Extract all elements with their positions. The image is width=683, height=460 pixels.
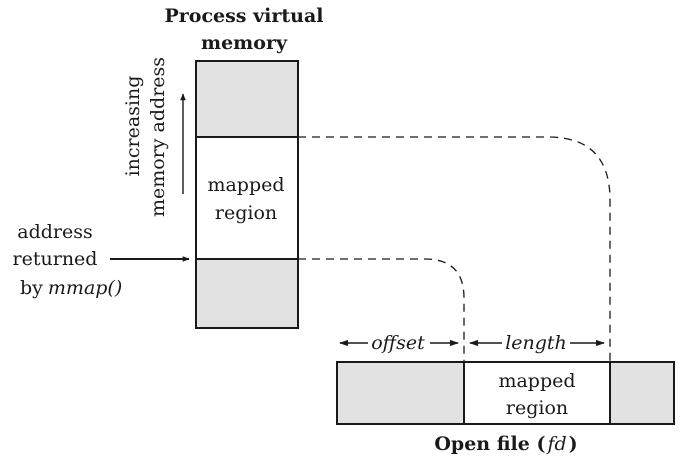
length-label: length [505,332,567,354]
increasing-label-line-1: increasing [122,76,144,177]
mapping-connector-bottom [298,258,465,362]
address-label-line-1: address [17,221,92,243]
mmap-label: mmap() [48,277,122,299]
offset-label: offset [371,332,425,354]
process-title-line-2: memory [201,32,288,54]
mapping-connector-top [298,136,611,362]
file-after-region [609,361,675,425]
file-mapped-label-line-2: region [506,397,568,419]
file-title: Open file (fd) [434,433,577,455]
increasing-label-line-2: memory address [147,57,169,217]
process-lower-region [195,258,299,329]
address-label-by: by [20,277,43,299]
process-upper-region [195,60,299,138]
process-mapped-label-line-2: region [215,202,277,224]
file-title-suffix: ) [569,433,578,455]
address-label-line-2: returned [13,248,98,270]
file-before-region [336,361,465,425]
process-mapped-region [195,136,299,260]
file-title-prefix: Open file ( [434,433,545,455]
file-mapped-label-line-1: mapped [498,370,575,392]
file-title-fd: fd [545,433,566,455]
process-title-line-1: Process virtual [164,5,323,27]
process-mapped-label-line-1: mapped [207,174,284,196]
file-mapped-region [463,361,611,425]
